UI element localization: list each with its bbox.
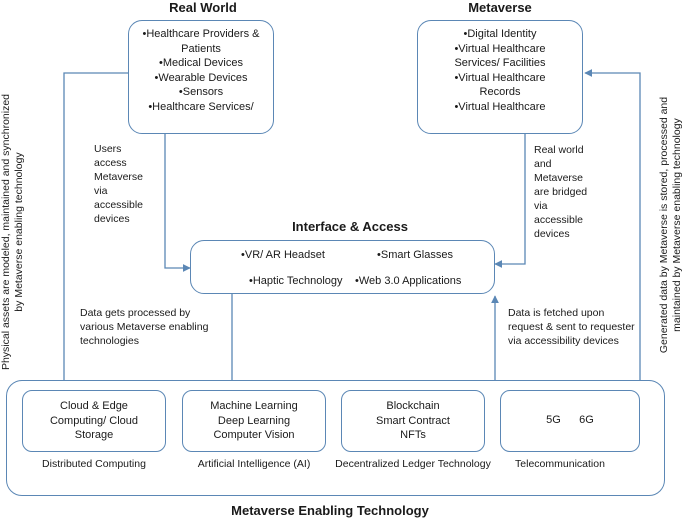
enabling-item: NFTs bbox=[400, 429, 426, 441]
real-world-item: •Medical Devices bbox=[159, 57, 243, 69]
metaverse-item: •Virtual Healthcare bbox=[454, 100, 546, 113]
enabling-title: Metaverse Enabling Technology bbox=[231, 503, 429, 518]
metaverse-item: Records bbox=[479, 86, 521, 98]
metaverse-box: •Digital Identity •Virtual Healthcare Se… bbox=[417, 20, 583, 134]
real-world-title: Real World bbox=[169, 0, 237, 15]
note-processed: Data gets processed by various Metaverse… bbox=[80, 307, 209, 347]
caption-telecom: Telecommunication bbox=[515, 458, 605, 470]
enabling-item: Blockchain bbox=[386, 400, 440, 412]
note-bridged: Real world and Metaverse are bridged via… bbox=[534, 144, 588, 240]
arrow-metaverse-to-interface bbox=[494, 134, 526, 268]
enabling-item: Computer Vision bbox=[213, 429, 295, 441]
enabling-item: Cloud & Edge bbox=[60, 400, 128, 412]
note-right-vertical: Generated data by Metaverse is stored, p… bbox=[658, 96, 683, 354]
enabling-item: Storage bbox=[74, 429, 114, 441]
interface-item: •Haptic Technology bbox=[249, 275, 343, 287]
interface-item: •Web 3.0 Applications bbox=[355, 275, 462, 287]
enabling-item: Smart Contract bbox=[376, 414, 450, 427]
caption-distributed-computing: Distributed Computing bbox=[42, 458, 146, 470]
real-world-item: •Sensors bbox=[178, 86, 224, 98]
interface-item: •Smart Glasses bbox=[377, 249, 453, 261]
metaverse-item: •Virtual Healthcare bbox=[454, 42, 546, 55]
note-left-vertical: Physical assets are modeled, maintained … bbox=[0, 93, 25, 371]
caption-ai: Artificial Intelligence (AI) bbox=[197, 458, 311, 470]
metaverse-item: Services/ Facilities bbox=[454, 57, 546, 69]
enabling-item: Deep Learning bbox=[217, 414, 291, 427]
arrow-realworld-to-enabling bbox=[60, 72, 128, 439]
real-world-item: •Healthcare Providers & bbox=[142, 28, 260, 40]
metaverse-title: Metaverse bbox=[468, 0, 532, 15]
metaverse-item: •Digital Identity bbox=[463, 28, 537, 40]
note-users-access: Users access Metaverse via accessible de… bbox=[94, 143, 144, 225]
ai-box: Machine Learning Deep Learning Computer … bbox=[182, 390, 326, 452]
real-world-box: •Healthcare Providers & Patients •Medica… bbox=[128, 20, 274, 134]
arrow-metaverse-enabling bbox=[584, 69, 644, 439]
distributed-computing-box: Cloud & Edge Computing/ Cloud Storage bbox=[22, 390, 166, 452]
interface-item: •VR/ AR Headset bbox=[241, 249, 325, 261]
real-world-item: •Healthcare Services/ bbox=[148, 100, 254, 113]
metaverse-item: •Virtual Healthcare bbox=[454, 71, 546, 84]
caption-ledger: Decentralized Ledger Technology bbox=[335, 458, 491, 470]
enabling-item: Computing/ Cloud bbox=[49, 414, 139, 427]
note-fetched: Data is fetched upon request & sent to r… bbox=[508, 307, 635, 347]
arrow-realworld-to-interface bbox=[164, 122, 191, 272]
ledger-box: Blockchain Smart Contract NFTs bbox=[341, 390, 485, 452]
telecom-box: 5G 6G bbox=[500, 390, 640, 452]
real-world-item: •Wearable Devices bbox=[154, 71, 248, 84]
enabling-item: Machine Learning bbox=[210, 400, 298, 412]
interface-title: Interface & Access bbox=[292, 219, 408, 234]
enabling-item: 5G 6G bbox=[546, 414, 594, 426]
interface-box: •VR/ AR Headset •Smart Glasses •Haptic T… bbox=[190, 240, 495, 294]
real-world-item: Patients bbox=[181, 42, 221, 55]
